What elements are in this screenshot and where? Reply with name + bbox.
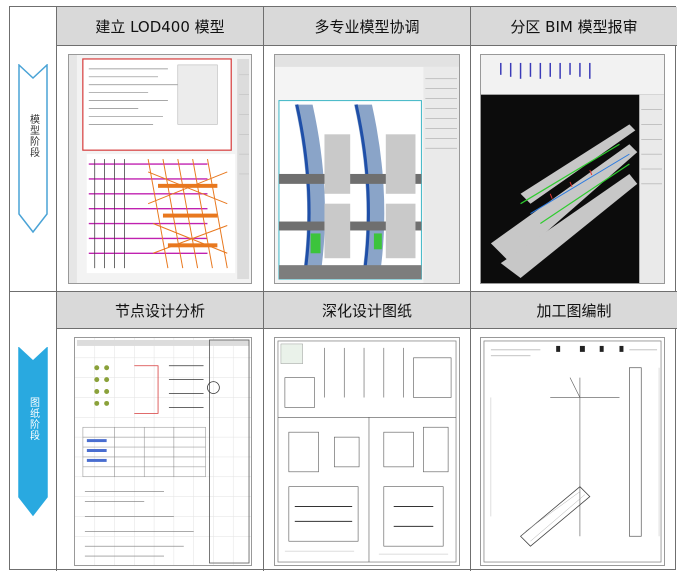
phase-drawing-arrow: 图纸阶段 <box>18 346 48 517</box>
fabrication-drawings-image <box>480 337 665 566</box>
phase-model-arrow: 模型阶段 <box>18 64 48 234</box>
zoned-bim-model-image <box>480 54 665 284</box>
header-detailed-design-drawings: 深化设计图纸 <box>264 292 470 328</box>
header-zoned-bim-submission: 分区 BIM 模型报审 <box>471 7 677 45</box>
phase-drawing-label: 图纸阶段 <box>27 396 39 441</box>
phase-model-label: 模型阶段 <box>27 114 39 158</box>
header-lod400-model: 建立 LOD400 模型 <box>57 7 263 45</box>
header-node-design-analysis: 节点设计分析 <box>57 292 263 328</box>
header-fabrication-drawings: 加工图编制 <box>471 292 677 328</box>
coordination-model-image <box>274 54 460 284</box>
process-table: 模型阶段 图纸阶段 建立 LOD400 模型 多专业模型协调 分区 BIM 模型… <box>9 6 677 571</box>
detailed-drawings-image <box>274 337 460 566</box>
header-multi-discipline-coordination: 多专业模型协调 <box>264 7 470 45</box>
lod400-model-image <box>68 54 252 284</box>
node-analysis-image <box>74 337 252 566</box>
phase-drawing-cell: 图纸阶段 <box>10 292 56 571</box>
phase-model-cell: 模型阶段 <box>10 7 56 291</box>
